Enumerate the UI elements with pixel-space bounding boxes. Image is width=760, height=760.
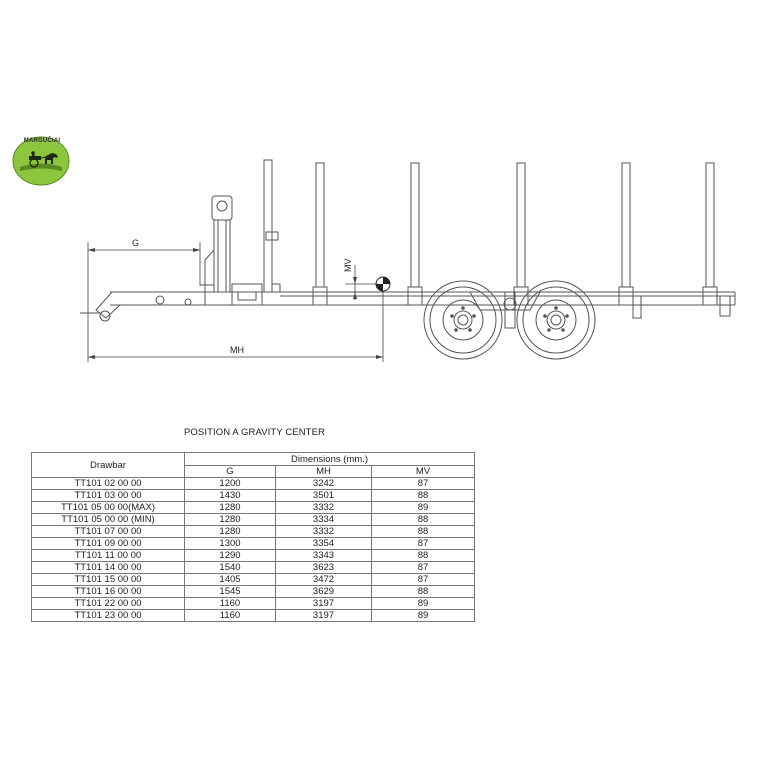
cell-drawbar: TT101 14 00 00 <box>31 561 185 574</box>
dimensions-table: Drawbar Dimensions (mm.) G MH MV TT101 0… <box>31 452 475 622</box>
cell-mv: 88 <box>371 549 475 562</box>
bogie <box>469 291 541 329</box>
cell-mh: 3629 <box>275 585 372 598</box>
cell-mv: 87 <box>371 477 475 490</box>
cell-g: 1540 <box>184 561 276 574</box>
front-stanchion <box>263 159 281 293</box>
cell-mh: 3343 <box>275 549 372 562</box>
cell-mh: 3354 <box>275 537 372 550</box>
cell-g: 1200 <box>184 477 276 490</box>
header-dimensions: Dimensions (mm.) <box>184 452 475 466</box>
header-mv: MV <box>371 465 475 478</box>
cell-drawbar: TT101 11 00 00 <box>31 549 185 562</box>
front-wheel <box>423 280 503 360</box>
cell-mh: 3332 <box>275 501 372 514</box>
header-drawbar: Drawbar <box>31 452 185 478</box>
header-g: G <box>184 465 276 478</box>
cell-mv: 89 <box>371 609 475 622</box>
cell-mv: 88 <box>371 585 475 598</box>
cell-mv: 88 <box>371 525 475 538</box>
cell-mv: 87 <box>371 561 475 574</box>
cell-g: 1280 <box>184 513 276 526</box>
stanchions <box>312 162 718 306</box>
company-logo <box>12 136 70 186</box>
cell-g: 1300 <box>184 537 276 550</box>
cell-mh: 3623 <box>275 561 372 574</box>
cell-mh: 3472 <box>275 573 372 586</box>
trailer-side-view-drawing: G MH MV <box>80 159 736 362</box>
table-caption: POSITION A GRAVITY CENTER <box>184 427 325 438</box>
cell-mv: 88 <box>371 513 475 526</box>
cell-g: 1160 <box>184 609 276 622</box>
cell-g: 1290 <box>184 549 276 562</box>
cell-g: 1280 <box>184 501 276 514</box>
dimension-g <box>87 242 201 312</box>
cell-g: 1160 <box>184 597 276 610</box>
cell-mh: 3242 <box>275 477 372 490</box>
dimension-mv <box>345 265 378 300</box>
cell-mv: 87 <box>371 537 475 550</box>
cell-drawbar: TT101 02 00 00 <box>31 477 185 490</box>
cell-mh: 3197 <box>275 609 372 622</box>
cell-drawbar: TT101 05 00 00 (MIN) <box>31 513 185 526</box>
dimension-label-g: G <box>132 238 139 248</box>
crane-column <box>200 195 263 306</box>
cell-g: 1405 <box>184 573 276 586</box>
cell-drawbar: TT101 03 00 00 <box>31 489 185 502</box>
gravity-center-marker <box>375 276 391 292</box>
logo-text: MARGUČIAI <box>23 138 61 144</box>
cell-g: 1430 <box>184 489 276 502</box>
dimension-label-mv: MV <box>343 259 353 273</box>
dimension-label-mh: MH <box>230 345 244 355</box>
cell-mh: 3332 <box>275 525 372 538</box>
drawbar <box>80 291 206 322</box>
cell-drawbar: TT101 23 00 00 <box>31 609 185 622</box>
cell-drawbar: TT101 15 00 00 <box>31 573 185 586</box>
rear-wheel <box>516 280 596 360</box>
cell-mv: 87 <box>371 573 475 586</box>
cell-mh: 3197 <box>275 597 372 610</box>
cell-g: 1280 <box>184 525 276 538</box>
dimension-mh <box>87 291 384 362</box>
cell-drawbar: TT101 07 00 00 <box>31 525 185 538</box>
cell-drawbar: TT101 05 00 00(MAX) <box>31 501 185 514</box>
cell-drawbar: TT101 22 00 00 <box>31 597 185 610</box>
wheel-bolts <box>450 306 569 332</box>
cell-mv: 88 <box>371 489 475 502</box>
header-mh: MH <box>275 465 372 478</box>
cell-mv: 89 <box>371 597 475 610</box>
cell-mh: 3501 <box>275 489 372 502</box>
cell-drawbar: TT101 16 00 00 <box>31 585 185 598</box>
rear-bracket <box>632 295 731 319</box>
cell-mv: 89 <box>371 501 475 514</box>
cell-drawbar: TT101 09 00 00 <box>31 537 185 550</box>
cell-mh: 3334 <box>275 513 372 526</box>
cell-g: 1545 <box>184 585 276 598</box>
